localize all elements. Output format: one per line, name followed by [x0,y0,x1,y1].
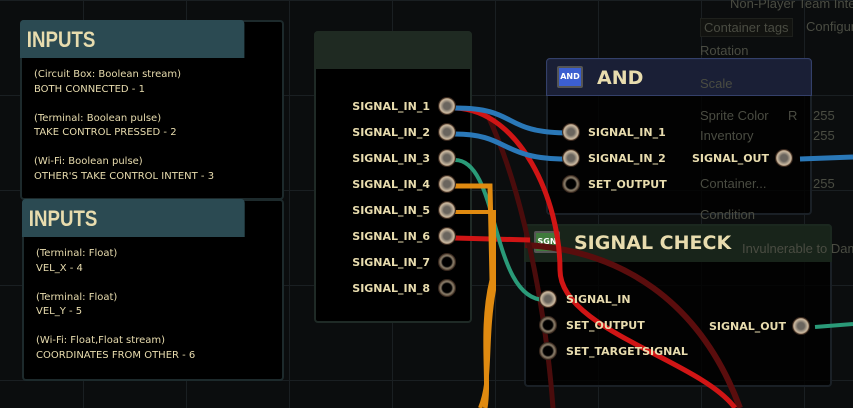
signal-check-input-label: SET_TARGETSIGNAL [566,345,688,358]
pin-connector[interactable] [438,175,456,193]
bg-label: Condition [700,207,755,222]
bg-label: 255 [813,176,835,191]
bg-label: Non-Player Team Inte [730,0,853,11]
panel-line: (Wi-Fi: Boolean pulse) [34,156,143,167]
pin-connector[interactable] [438,123,456,141]
input-pin-label: SIGNAL_IN_7 [352,256,430,269]
input-pin-label: SIGNAL_IN_2 [352,126,430,139]
wire-green-out [814,322,853,329]
bg-label: Inventory [700,128,754,143]
and-header[interactable]: AND AND [546,58,812,96]
panel-line: COORDINATES FROM OTHER - 6 [36,349,196,361]
bg-label: Invulnerable to Dama [742,241,853,256]
signal-check-header[interactable]: SGN SIGNAL CHECK [524,224,832,262]
panel-line: (Circuit Box: Boolean stream) [34,69,182,80]
and-input-label: SIGNAL_IN_2 [588,152,666,165]
wire-blue [454,131,571,162]
signal-check-input-label: SET_OUTPUT [566,319,645,332]
wire-orange [455,183,495,408]
pin-connector[interactable] [792,317,810,335]
and-title: AND [597,67,644,89]
bg-label: Configure [806,19,853,34]
pin-connector[interactable] [438,201,456,219]
panel-line: (Terminal: Float) [36,291,118,303]
pin-connector[interactable] [775,149,793,167]
panel-title: INPUTS [22,199,245,237]
wire-orange-2 [455,210,496,408]
wire-red-dark-2 [482,108,556,408]
panel-body: (Circuit Box: Boolean stream) BOTH CONNEC… [34,68,214,184]
pin-connector[interactable] [562,123,580,141]
and-chip-icon: AND [557,66,583,88]
signal-check-input-label: SIGNAL_IN [566,293,631,306]
panel-line: (Wi-Fi: Float,Float stream) [36,335,166,346]
bg-label: Rotation [700,43,749,58]
pin-connector[interactable] [562,175,580,193]
input-pin-label: SIGNAL_IN_8 [352,282,430,295]
panel-body: (Terminal: Float) VEL_X - 4 (Terminal: Flo… [36,247,195,363]
bg-label: Sprite Color [700,108,769,123]
wire-blue-2 [454,105,571,136]
and-input-label: SET_OUTPUT [588,178,667,191]
panel-line: TAKE CONTROL PRESSED - 2 [34,127,177,138]
input-node-header[interactable] [314,31,472,69]
pin-connector[interactable] [562,149,580,167]
bg-button: Container tags [700,18,793,37]
bg-label: 255 [813,108,835,123]
inputs-panel-2: INPUTS (Terminal: Float)VEL_X - 4(Termin… [22,199,284,381]
pin-connector[interactable] [438,149,456,167]
input-pin-label: SIGNAL_IN_3 [352,152,430,165]
pin-connector[interactable] [539,342,557,360]
pin-connector[interactable] [438,97,456,115]
panel-line: VEL_Y - 5 [36,306,83,317]
input-pin-label: SIGNAL_IN_1 [352,100,430,113]
pin-connector[interactable] [539,316,557,334]
bg-label: Scale [700,76,733,91]
signal-check-title: SIGNAL CHECK [574,232,732,254]
pin-connector[interactable] [438,227,456,245]
inputs-panel-1: INPUTS (Circuit Box: Boolean stream) BOTH… [20,20,284,200]
panel-line: OTHER'S TAKE CONTROL INTENT - 3 [34,170,215,182]
pin-connector[interactable] [438,253,456,271]
panel-title: INPUTS [20,20,245,58]
signal-check-output-label: SIGNAL_OUT [708,320,786,333]
and-output-label: SIGNAL_OUT [691,152,769,165]
pin-connector[interactable] [438,279,456,297]
wire-red [454,105,738,408]
bg-label: R [788,108,798,123]
and-component[interactable]: AND AND [546,58,812,215]
panel-line: VEL_X - 4 [36,262,83,274]
bg-label: 255 [813,128,835,143]
panel-line: BOTH CONNECTED - 1 [34,83,145,95]
input-pin-label: SIGNAL_IN_6 [352,230,430,243]
and-input-label: SIGNAL_IN_1 [588,126,666,139]
panel-line: (Terminal: Float) [36,248,118,259]
input-pin-label: SIGNAL_IN_4 [352,178,430,191]
wire-green [454,158,546,302]
pin-connector[interactable] [539,290,557,308]
wire-blue-out [799,154,853,162]
bg-label: Container... [700,176,767,191]
input-pin-label: SIGNAL_IN_5 [352,204,430,217]
panel-line: (Terminal: Boolean pulse) [34,112,162,124]
